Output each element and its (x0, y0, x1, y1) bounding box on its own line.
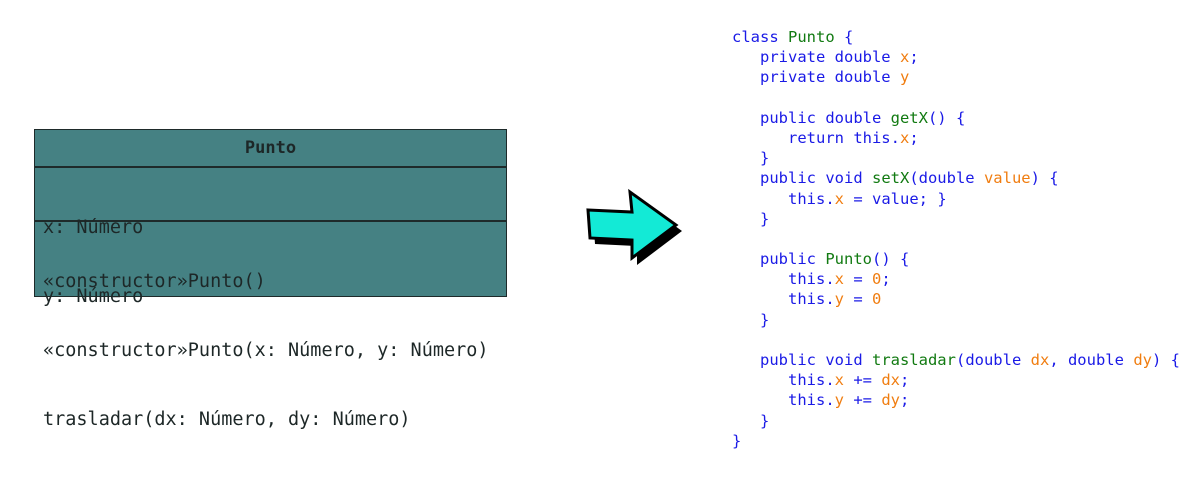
code-token: = value; } (844, 189, 947, 208)
uml-operation: «constructor»Punto() (43, 271, 266, 292)
code-token: x (834, 270, 844, 289)
code-line (732, 229, 1180, 249)
code-line: this.x += dx; (732, 370, 1180, 390)
uml-operation: «constructor»Punto(x: Número, y: Número) (43, 340, 489, 361)
code-token: Punto (825, 250, 872, 269)
code-token: 0 (872, 270, 882, 289)
uml-class-name: Punto (35, 130, 506, 168)
code-token: } (732, 310, 770, 329)
code-token: trasladar (871, 351, 956, 369)
code-token: dy (881, 391, 900, 410)
code-token: x (834, 189, 844, 208)
code-token: (double (909, 169, 984, 188)
uml-attributes: x: Número y: Número (35, 168, 506, 307)
code-line (732, 330, 1180, 350)
code-token: this. (732, 391, 835, 410)
code-token: += (844, 371, 882, 390)
code-token: setX (871, 169, 910, 188)
code-token: ; (900, 371, 910, 390)
code-token: += (844, 391, 882, 410)
code-line: this.x = 0; (732, 269, 1180, 289)
code-token: public (732, 250, 826, 269)
code-token: ; (900, 391, 910, 410)
code-token: } (732, 411, 770, 430)
code-line: return this.x; (732, 128, 1180, 148)
code-token: () { (927, 108, 966, 127)
code-line: } (732, 411, 1180, 431)
code-line: this.y += dy; (732, 390, 1180, 410)
code-token: , double (1049, 351, 1134, 369)
uml-attribute: x: Número (43, 217, 144, 238)
code-token: } (732, 209, 770, 228)
code-line: public void setX(double value) { (732, 168, 1180, 188)
code-token: getX (890, 108, 928, 127)
code-token: dx (881, 371, 900, 390)
code-token: private double (732, 68, 900, 87)
code-token: y (899, 68, 910, 87)
code-token: ) { (1030, 169, 1059, 188)
uml-class-box: Punto x: Número y: Número «constructor»P… (34, 129, 507, 430)
code-token: private double (732, 48, 900, 67)
code-line: this.x = value; } (732, 189, 1180, 209)
code-line: } (732, 310, 1180, 330)
code-token: x (834, 371, 844, 390)
code-token: return this. (732, 128, 900, 147)
code-line: private double y (732, 67, 1180, 87)
code-token: this. (732, 189, 835, 208)
right-arrow-icon (586, 188, 682, 265)
code-line: this.y = 0 (732, 289, 1180, 309)
code-token: public void (732, 169, 872, 188)
code-line: public Punto() { (732, 249, 1180, 269)
code-token: } (732, 431, 742, 450)
code-line: } (732, 431, 1180, 451)
code-token: } (732, 149, 770, 168)
code-token: value (983, 169, 1031, 188)
code-line: private double x; (732, 47, 1180, 67)
code-token: public void (732, 351, 872, 369)
code-token: ; (909, 48, 919, 67)
code-token: 0 (872, 290, 882, 309)
code-block: class Punto { private double x; private … (732, 27, 1180, 451)
uml-attribute: y: Número (43, 286, 144, 307)
code-line (732, 88, 1180, 108)
code-token: this. (732, 290, 835, 309)
code-token: { (834, 28, 854, 46)
code-line: public double getX() { (732, 108, 1180, 128)
uml-operation: trasladar(dx: Número, dy: Número) (43, 409, 411, 430)
code-line: public void trasladar(double dx, double … (732, 350, 1180, 370)
code-token: ; (909, 128, 919, 147)
code-token: y (834, 391, 844, 410)
code-token: this. (732, 371, 835, 390)
code-line: class Punto { (732, 27, 1180, 47)
code-token: this. (732, 270, 835, 289)
code-token: ; (881, 270, 891, 289)
code-token: = (844, 270, 872, 289)
code-token: dx (1030, 351, 1050, 369)
code-token: Punto (788, 28, 835, 46)
uml-operations: «constructor»Punto() «constructor»Punto(… (35, 222, 506, 430)
code-token: x (899, 128, 910, 147)
code-token: dy (1133, 351, 1152, 369)
code-token: (double (955, 351, 1031, 369)
code-token: () { (872, 250, 910, 269)
code-token: = (844, 290, 872, 309)
code-line: } (732, 148, 1180, 168)
code-token: y (834, 290, 844, 309)
code-token: x (899, 48, 910, 67)
code-token: ) { (1151, 351, 1180, 369)
code-line: } (732, 209, 1180, 229)
code-token: class (732, 28, 788, 46)
code-token: public double (732, 108, 891, 127)
